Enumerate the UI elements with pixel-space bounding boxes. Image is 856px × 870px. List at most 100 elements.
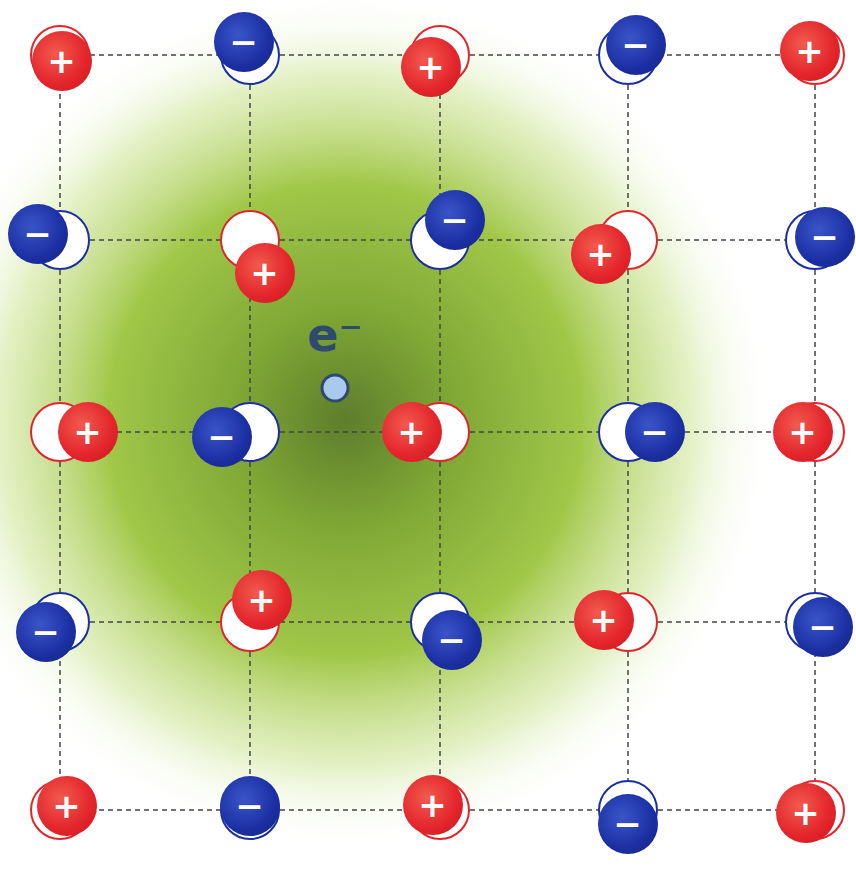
anion-ball: − [192, 407, 252, 467]
anion-ball: − [422, 610, 482, 670]
lattice-bond [439, 462, 441, 592]
cation-site: + [410, 402, 470, 462]
cation-ball: + [58, 402, 118, 462]
anion-ball: − [425, 190, 485, 250]
charge-sign: + [47, 44, 76, 78]
anion-site: − [785, 210, 845, 270]
charge-sign: − [437, 623, 466, 657]
lattice-bond [814, 462, 816, 592]
cation-site: + [598, 592, 658, 652]
lattice-bond [627, 270, 629, 402]
charge-sign: + [788, 415, 817, 449]
cation-site: + [30, 25, 90, 85]
lattice-bond [249, 85, 251, 210]
lattice-bond [627, 462, 629, 592]
cation-site: + [30, 402, 90, 462]
charge-sign: − [440, 203, 469, 237]
cation-ball: + [776, 783, 836, 843]
charge-sign: − [235, 789, 264, 823]
lattice-bond [658, 621, 785, 623]
lattice-bond [627, 85, 629, 210]
cation-site: + [220, 592, 280, 652]
charge-sign: + [586, 237, 615, 271]
anion-site: − [220, 402, 280, 462]
charge-sign: + [418, 788, 447, 822]
lattice-bond [814, 652, 816, 780]
lattice-bond [90, 809, 220, 811]
anion-site: − [220, 25, 280, 85]
cation-ball: + [773, 402, 833, 462]
lattice-bond [439, 270, 441, 402]
lattice-bond [280, 809, 410, 811]
cation-ball: + [32, 31, 92, 91]
cation-ball: + [232, 570, 292, 630]
anion-ball: − [625, 402, 685, 462]
anion-site: − [598, 402, 658, 462]
lattice-bond [90, 54, 220, 56]
charge-sign: − [808, 610, 837, 644]
charge-sign: − [23, 217, 52, 251]
charge-sign: − [31, 615, 60, 649]
cation-ball: + [382, 402, 442, 462]
charge-sign: + [73, 415, 102, 449]
cation-site: + [785, 25, 845, 85]
anion-site: − [598, 780, 658, 840]
charge-sign: − [810, 220, 839, 254]
charge-sign: − [640, 415, 669, 449]
charge-sign: + [52, 789, 81, 823]
lattice-bond [59, 270, 61, 402]
charge-sign: + [397, 415, 426, 449]
anion-ball: − [793, 597, 853, 657]
charge-sign: + [250, 256, 279, 290]
charge-sign: + [589, 603, 618, 637]
cation-site: + [785, 780, 845, 840]
anion-ball: − [8, 204, 68, 264]
lattice-bond [658, 54, 785, 56]
lattice-bond [90, 621, 220, 623]
anion-site: − [785, 592, 845, 652]
lattice-bond [90, 239, 220, 241]
electron-dot [322, 375, 348, 401]
cation-site: + [410, 25, 470, 85]
cation-ball: + [574, 590, 634, 650]
cation-ball: + [780, 21, 840, 81]
lattice-bond [658, 239, 785, 241]
cation-site: + [220, 210, 280, 270]
lattice-bond [59, 462, 61, 592]
cation-site: + [410, 780, 470, 840]
charge-sign: + [247, 583, 276, 617]
anion-ball: − [220, 776, 280, 836]
lattice-bond [249, 652, 251, 780]
anion-site: − [30, 592, 90, 652]
lattice-bond [280, 54, 410, 56]
anion-ball: − [795, 207, 855, 267]
anion-site: − [410, 592, 470, 652]
anion-ball: − [16, 602, 76, 662]
anion-site: − [598, 25, 658, 85]
cation-site: + [598, 210, 658, 270]
anion-ball: − [606, 15, 666, 75]
charge-sign: − [621, 28, 650, 62]
cation-ball: + [235, 243, 295, 303]
lattice-bond [814, 85, 816, 210]
anion-ball: − [214, 12, 274, 72]
anion-site: − [30, 210, 90, 270]
cation-ball: + [403, 775, 463, 835]
charge-sign: + [795, 34, 824, 68]
lattice-bond [439, 85, 441, 210]
lattice-bond [59, 652, 61, 780]
cation-site: + [785, 402, 845, 462]
electron-label: e⁻ [307, 312, 362, 358]
cation-ball: + [37, 776, 97, 836]
charge-sign: − [229, 25, 258, 59]
lattice-bond [280, 621, 410, 623]
cation-ball: + [571, 224, 631, 284]
charge-sign: − [613, 807, 642, 841]
lattice-bond [627, 652, 629, 780]
lattice-bond [59, 85, 61, 210]
lattice-bond [439, 652, 441, 780]
cation-site: + [30, 780, 90, 840]
anion-site: − [220, 780, 280, 840]
